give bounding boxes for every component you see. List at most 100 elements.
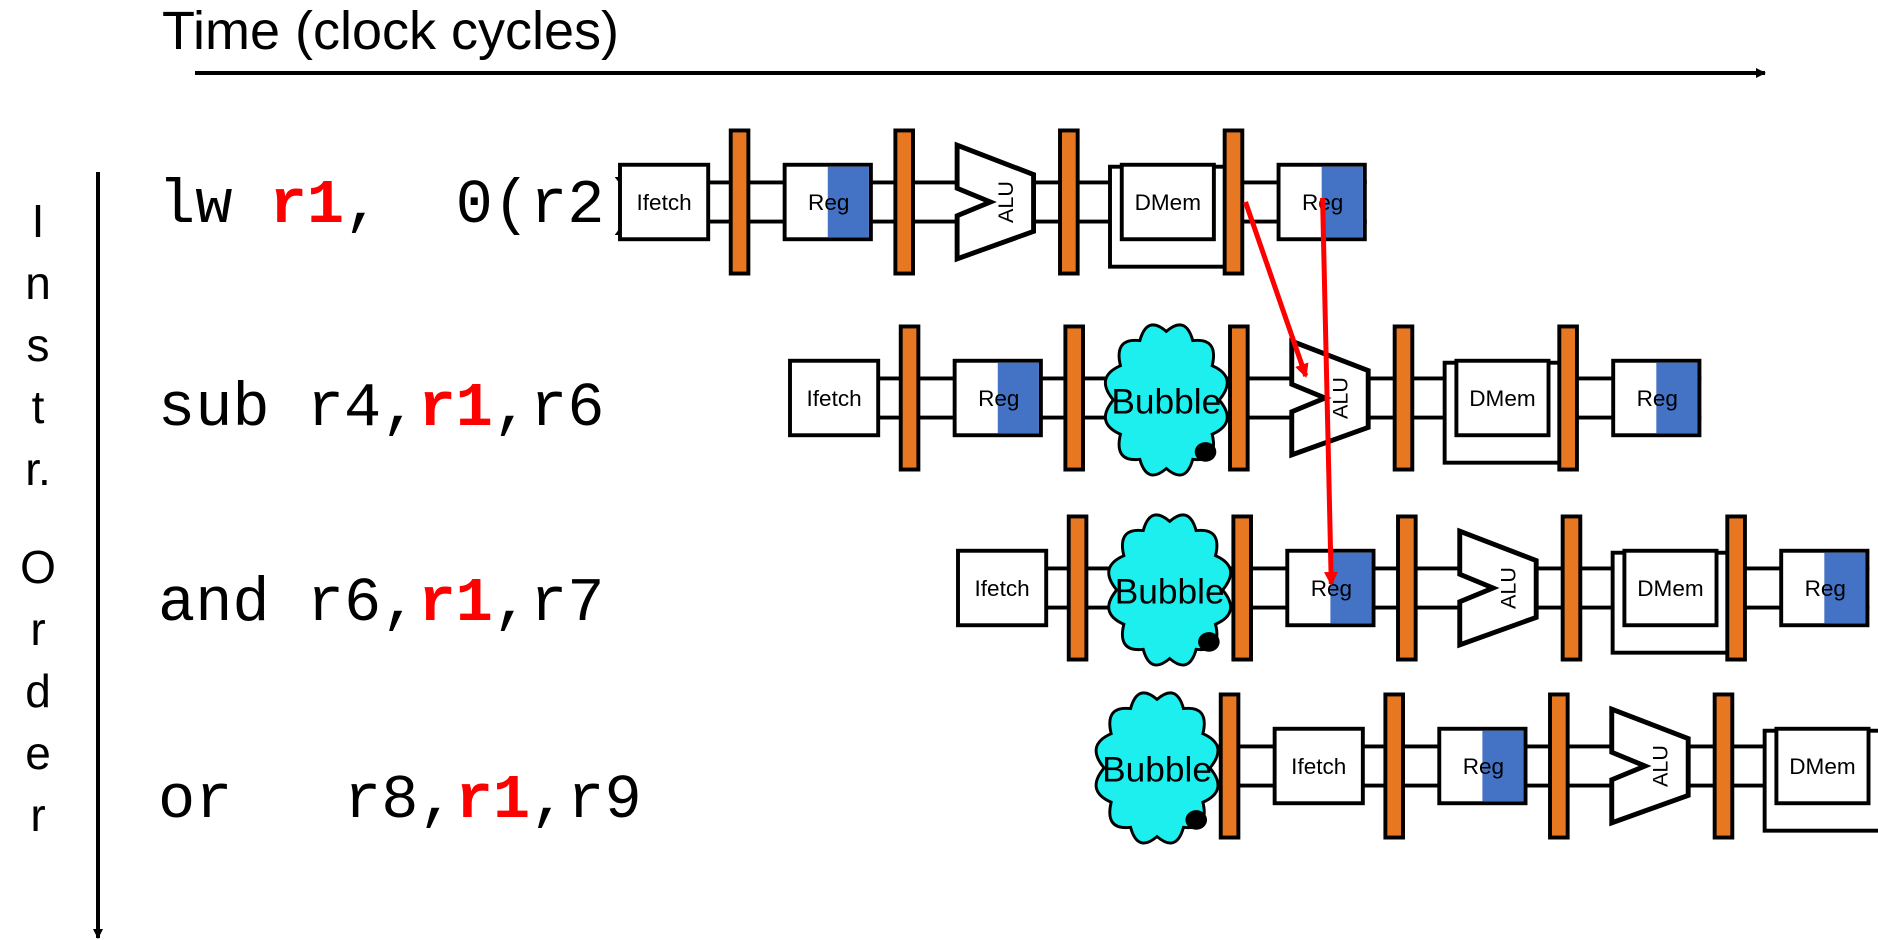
pipeline-register-bar [1712,692,1735,840]
pipeline-register-bar [898,324,921,472]
instr-text: lw [158,170,270,241]
pipeline-register-bar [1066,514,1089,662]
dmem-label: DMem [1469,386,1535,411]
pipeline-register-bar [1231,514,1253,662]
register-file-label: Reg [1805,576,1846,601]
pipeline-row: Bubble Ifetch Reg ALU DMem [1094,691,1878,845]
alu-label: ALU [1496,567,1521,609]
dmem-label: DMem [1135,190,1201,215]
ifetch-label: Ifetch [637,190,692,215]
pipeline-row: Ifetch Reg Bubble ALU DMem Reg [788,323,1702,477]
ifetch-box [618,162,711,242]
bubble-label: Bubble [1102,751,1212,790]
dmem-box [1119,162,1216,242]
dmem-label: DMem [1789,754,1855,779]
bubble-cloud [1094,691,1220,845]
pipeline-register-bar [1222,128,1245,276]
dmem-box [1774,726,1871,806]
time-axis-label: Time (clock cycles) [162,1,620,61]
ifetch-box [956,548,1049,628]
register-read-half [997,362,1039,434]
register-read-half [1482,730,1524,802]
alu-label: ALU [993,181,1018,223]
pipeline-register-bar [1063,324,1085,472]
pipeline-register-bar [1218,692,1241,840]
instr-text: ,r7 [492,568,605,639]
pipeline-register-bar [1725,514,1747,662]
bubble-label: Bubble [1115,573,1225,612]
order-letter: s [26,319,50,371]
order-letter: n [25,257,51,309]
order-letter: I [31,195,45,247]
pipeline-register-bar [1383,692,1405,840]
order-letter: d [25,665,51,717]
ifetch-label: Ifetch [807,386,862,411]
alu-label: ALU [1648,745,1673,787]
register-file-label: Reg [1463,754,1504,779]
instr-text: or r8, [158,765,456,836]
instr-dependency-register: r1 [418,568,493,639]
pipeline-row: IfetchRegALUDMemReg [618,128,1367,276]
order-letter: r [30,789,46,841]
instruction-lw: lw r1, 0(r2) [158,175,642,237]
bubble-tail [1185,810,1208,830]
order-letter: t [31,381,45,433]
pipeline-register-bar [1058,128,1080,276]
instr-dependency-register: r1 [455,765,531,836]
order-letter: O [20,541,56,593]
order-letter: r. [25,443,51,495]
bubble-cloud [1107,513,1232,667]
register-read-half [827,166,869,238]
ifetch-box [1272,726,1365,806]
alu-shape [1609,705,1691,827]
alu-label: ALU [1328,377,1353,419]
forwarding-arrows [1243,197,1339,586]
instr-text: sub r4, [158,373,419,444]
instr-dependency-register: r1 [418,373,493,444]
dmem-label: DMem [1637,576,1703,601]
instr-text: and r6, [158,568,419,639]
bubble-tail [1194,442,1217,462]
pipeline-register-bar [1392,324,1415,472]
pipeline-register-bar [728,128,751,276]
dmem-box [1454,358,1551,438]
register-file-label: Reg [808,190,849,215]
register-file-label: Reg [1637,386,1678,411]
bubble-label: Bubble [1111,383,1221,422]
pipeline-register-bar [893,128,915,276]
instr-text: ,r6 [492,373,605,444]
instr-text: ,r9 [530,765,642,836]
pipeline-register-bar [1548,692,1570,840]
dmem-box [1622,548,1719,628]
pipeline-register-bar [1557,324,1579,472]
forward-arrow-writeback-to-reg [1320,197,1339,586]
register-file-label: Reg [978,386,1019,411]
ifetch-box [788,358,881,438]
instr-text: , 0(r2) [344,170,642,241]
register-read-half [1321,166,1363,238]
instruction-sub: sub r4,r1,r6 [158,378,605,440]
alu-shape [1457,527,1539,649]
register-read-half [1824,552,1866,624]
pipeline-register-bar [1228,324,1250,472]
forward-arrow-dmem-to-alu [1243,201,1309,378]
order-letter: e [25,727,51,779]
instruction-or: or r8,r1,r9 [158,770,642,832]
ifetch-label: Ifetch [975,576,1030,601]
instruction-order-label: I n s t r. O r d e r [8,190,68,846]
bubble-cloud [1104,323,1229,477]
bubble-tail [1198,632,1220,652]
instruction-and: and r6,r1,r7 [158,573,605,635]
order-letter: r [30,603,46,655]
instr-dependency-register: r1 [269,170,345,241]
alu-shape [1289,337,1371,459]
pipeline-register-bar [1396,514,1418,662]
ifetch-label: Ifetch [1291,754,1346,779]
register-read-half [1330,552,1372,624]
register-read-half [1656,362,1698,434]
alu-shape [954,141,1037,263]
pipeline-register-bar [1560,514,1583,662]
